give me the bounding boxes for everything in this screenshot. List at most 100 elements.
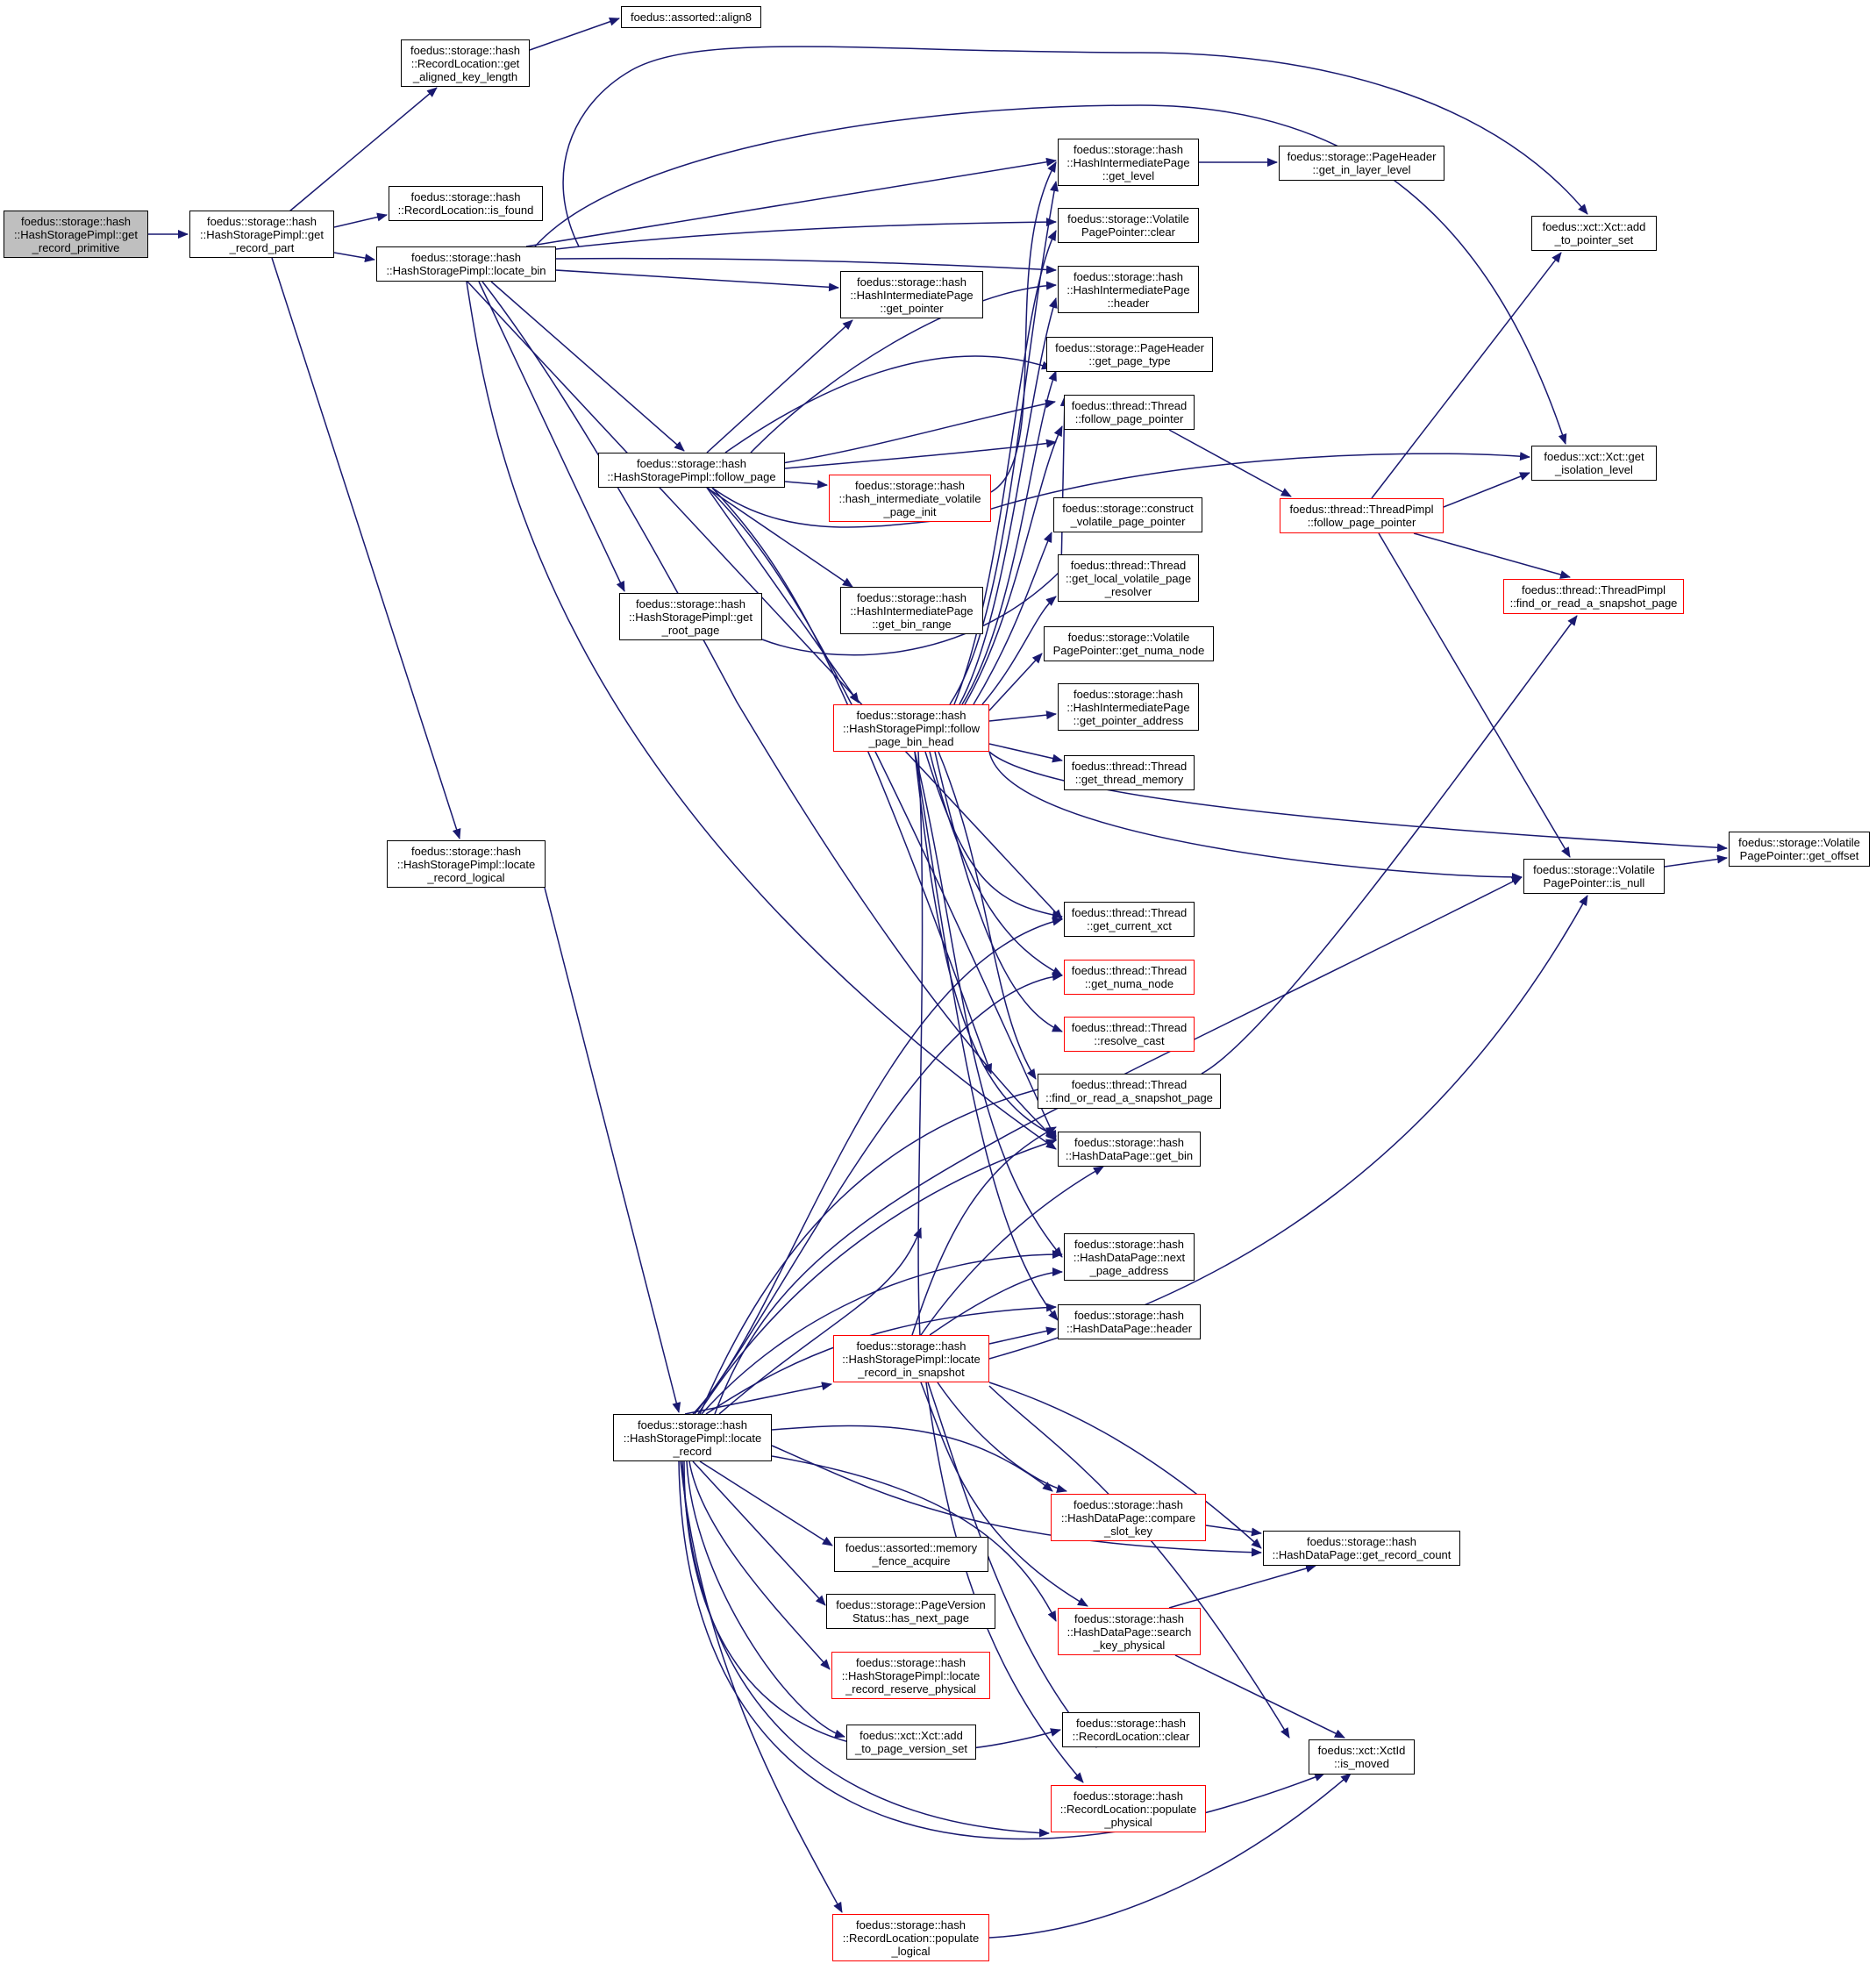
node-search-key-physical[interactable]: foedus::storage::hash ::HashDataPage::se…	[1058, 1608, 1201, 1655]
node-thread-find-or-read-snapshot[interactable]: foedus::thread::Thread ::find_or_read_a_…	[1038, 1074, 1221, 1109]
call-edge	[718, 1227, 922, 1415]
call-edge	[680, 1460, 843, 1913]
call-edge	[981, 596, 1057, 705]
call-edge	[706, 487, 853, 588]
call-edge	[478, 281, 625, 592]
call-edge	[711, 452, 1530, 528]
call-edge	[924, 751, 1063, 919]
node-get-bin-range[interactable]: foedus::storage::hash ::HashIntermediate…	[840, 587, 983, 634]
node-construct-volatile-page-pointer[interactable]: foedus::storage::construct _volatile_pag…	[1053, 497, 1202, 532]
call-edge	[1168, 1564, 1316, 1609]
node-threadpimpl-find-or-read-snapshot[interactable]: foedus::thread::ThreadPimpl ::find_or_re…	[1503, 579, 1684, 614]
call-edge	[681, 1460, 1050, 1838]
call-edge	[1413, 532, 1571, 579]
call-edge	[333, 212, 388, 228]
call-edge	[1664, 854, 1728, 868]
node-get-root-page[interactable]: foedus::storage::hash ::HashStoragePimpl…	[619, 593, 762, 640]
call-edge	[959, 297, 1058, 705]
node-align8[interactable]: foedus::assorted::align8	[621, 6, 761, 28]
call-edge	[916, 751, 925, 1352]
call-edge	[784, 439, 1057, 469]
call-edge	[920, 1166, 1104, 1336]
node-compare-slot-key[interactable]: foedus::storage::hash ::HashDataPage::co…	[1051, 1494, 1206, 1541]
call-edge	[938, 751, 1037, 1080]
node-vpp-is-null[interactable]: foedus::storage::Volatile PagePointer::i…	[1523, 859, 1665, 894]
call-edge	[1174, 1654, 1345, 1739]
node-thread-get-numa-node[interactable]: foedus::thread::Thread ::get_numa_node	[1064, 960, 1195, 995]
call-edge	[699, 1081, 1065, 1415]
node-get-pointer-address[interactable]: foedus::storage::hash ::HashIntermediate…	[1058, 683, 1199, 731]
call-edge	[1201, 615, 1578, 1075]
node-hash-intermediate-volatile-page-init[interactable]: foedus::storage::hash ::hash_intermediat…	[829, 475, 991, 522]
node-get-record-primitive[interactable]: foedus::storage::hash ::HashStoragePimpl…	[4, 211, 148, 258]
node-threadpimpl-follow-page-pointer[interactable]: foedus::thread::ThreadPimpl ::follow_pag…	[1280, 498, 1444, 533]
node-resolve-cast[interactable]: foedus::thread::Thread ::resolve_cast	[1064, 1017, 1195, 1052]
node-hip-header[interactable]: foedus::storage::hash ::HashIntermediate…	[1058, 266, 1199, 313]
call-edge	[1168, 429, 1292, 497]
node-get-isolation-level[interactable]: foedus::xct::Xct::get _isolation_level	[1531, 446, 1657, 481]
node-hdp-next-page-address[interactable]: foedus::storage::hash ::HashDataPage::ne…	[1064, 1233, 1195, 1281]
node-locate-record-in-snapshot[interactable]: foedus::storage::hash ::HashStoragePimpl…	[833, 1335, 989, 1382]
call-edge	[784, 480, 828, 489]
call-edge	[544, 887, 681, 1413]
call-edge	[562, 46, 1588, 247]
call-edge	[684, 1382, 832, 1415]
call-edge	[694, 972, 1063, 1415]
node-get-in-layer-level[interactable]: foedus::storage::PageHeader ::get_in_lay…	[1279, 146, 1444, 181]
call-edge	[988, 653, 1043, 711]
node-get-record-part[interactable]: foedus::storage::hash ::HashStoragePimpl…	[189, 211, 334, 258]
call-edge	[973, 532, 1052, 705]
node-get-current-xct[interactable]: foedus::thread::Thread ::get_current_xct	[1064, 902, 1195, 937]
node-hdp-header[interactable]: foedus::storage::hash ::HashDataPage::he…	[1058, 1304, 1201, 1339]
call-edge	[699, 1460, 833, 1546]
call-edge	[688, 1460, 831, 1670]
call-edge	[529, 17, 620, 51]
call-edge	[1205, 1525, 1262, 1537]
call-edge	[914, 751, 1063, 1258]
node-thread-follow-page-pointer[interactable]: foedus::thread::Thread ::follow_page_poi…	[1064, 395, 1195, 430]
node-locate-bin[interactable]: foedus::storage::hash ::HashStoragePimpl…	[376, 246, 556, 282]
node-xctid-is-moved[interactable]: foedus::xct::XctId ::is_moved	[1309, 1739, 1415, 1775]
call-edge	[289, 87, 438, 212]
call-edge	[914, 751, 1059, 1321]
node-recordlocation-clear[interactable]: foedus::storage::hash ::RecordLocation::…	[1062, 1712, 1200, 1747]
node-locate-record-logical[interactable]: foedus::storage::hash ::HashStoragePimpl…	[387, 840, 546, 888]
node-get-record-count[interactable]: foedus::storage::hash ::HashDataPage::ge…	[1263, 1531, 1460, 1566]
call-edge	[961, 370, 1057, 705]
node-add-to-page-version-set[interactable]: foedus::xct::Xct::add _to_page_version_s…	[846, 1725, 976, 1760]
node-locate-record[interactable]: foedus::storage::hash ::HashStoragePimpl…	[613, 1414, 772, 1461]
node-follow-page-bin-head[interactable]: foedus::storage::hash ::HashStoragePimpl…	[833, 704, 989, 752]
call-edge	[988, 711, 1057, 722]
node-hip-get-level[interactable]: foedus::storage::hash ::HashIntermediate…	[1058, 139, 1199, 186]
node-get-local-volatile-page-resolver[interactable]: foedus::thread::Thread ::get_local_volat…	[1058, 554, 1199, 602]
node-locate-record-reserve-physical[interactable]: foedus::storage::hash ::HashStoragePimpl…	[831, 1652, 990, 1699]
node-populate-logical[interactable]: foedus::storage::hash ::RecordLocation::…	[832, 1914, 989, 1961]
call-edge	[724, 355, 1052, 453]
node-vpp-clear[interactable]: foedus::storage::Volatile PagePointer::c…	[1058, 208, 1199, 243]
call-edge	[466, 281, 1057, 1150]
call-edge	[771, 1455, 1057, 1622]
call-edge	[988, 1326, 1057, 1345]
call-edge	[525, 157, 1057, 247]
call-edge	[771, 1425, 1053, 1492]
call-edge	[692, 917, 1063, 1415]
node-get-aligned-key-length[interactable]: foedus::storage::hash ::RecordLocation::…	[401, 39, 530, 87]
node-get-numa-node-vpp[interactable]: foedus::storage::Volatile PagePointer::g…	[1044, 626, 1214, 661]
node-get-thread-memory[interactable]: foedus::thread::Thread ::get_thread_memo…	[1064, 755, 1195, 790]
call-edge	[920, 1382, 1088, 1607]
call-edge	[781, 399, 1056, 464]
node-follow-page[interactable]: foedus::storage::hash ::HashStoragePimpl…	[598, 453, 785, 488]
node-populate-physical[interactable]: foedus::storage::hash ::RecordLocation::…	[1051, 1785, 1206, 1832]
node-is-found[interactable]: foedus::storage::hash ::RecordLocation::…	[389, 186, 543, 221]
node-has-next-page[interactable]: foedus::storage::PageVersion Status::has…	[826, 1594, 995, 1629]
node-vpp-get-offset[interactable]: foedus::storage::Volatile PagePointer::g…	[1729, 832, 1870, 867]
node-hip-get-pointer[interactable]: foedus::storage::hash ::HashIntermediate…	[840, 271, 983, 318]
node-add-to-pointer-set[interactable]: foedus::xct::Xct::add _to_pointer_set	[1531, 216, 1657, 251]
node-hdp-get-bin[interactable]: foedus::storage::hash ::HashDataPage::ge…	[1058, 1132, 1201, 1167]
node-memory-fence-acquire[interactable]: foedus::assorted::memory _fence_acquire	[834, 1537, 988, 1572]
call-edge	[686, 1460, 845, 1739]
node-get-page-type[interactable]: foedus::storage::PageHeader ::get_page_t…	[1046, 337, 1213, 372]
call-edge	[714, 876, 1523, 1415]
call-edge	[929, 751, 1063, 976]
